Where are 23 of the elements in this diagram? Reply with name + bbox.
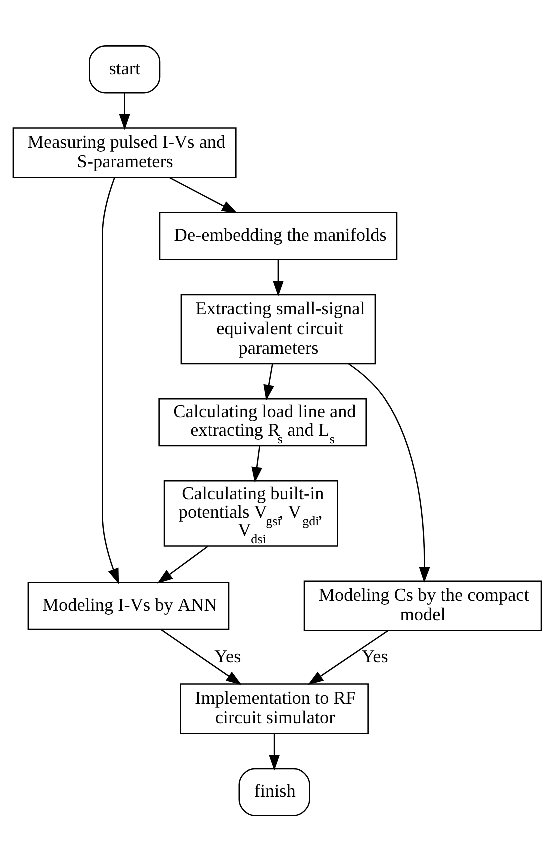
node-box: finish bbox=[238, 768, 310, 816]
node-box: Calculating built-in potentials V$_{gsi}$, V$_{gdi}$, V$_{dsi}$ bbox=[164, 480, 338, 546]
arrow bbox=[273, 260, 284, 296]
node-box: Modeling I-Vs by ANN bbox=[28, 582, 230, 630]
node-box: Implementation to RF circuit simulator bbox=[180, 683, 369, 734]
arrow bbox=[308, 630, 389, 685]
node-box: De-embedding the manifolds bbox=[159, 212, 398, 260]
arrow bbox=[252, 446, 262, 482]
arrow bbox=[157, 545, 209, 584]
edge-label: Yes bbox=[214, 646, 242, 666]
node-box: Extracting small-signal equivalent circuit parameters bbox=[180, 294, 376, 364]
arrow bbox=[169, 176, 238, 214]
edge-label: Yes bbox=[362, 646, 388, 666]
arrow bbox=[269, 734, 280, 770]
node-box: Measuring pulsed I-Vs and S-parameters bbox=[12, 127, 237, 178]
arrow bbox=[264, 364, 274, 400]
arrow bbox=[119, 92, 130, 130]
node-box: Calculating load line and extracting R$_{s}$ and L$_{s}$ bbox=[158, 398, 368, 446]
node-box: Modeling Cs by the compact model bbox=[304, 580, 542, 632]
node-box: start bbox=[89, 45, 161, 94]
arrow bbox=[348, 362, 430, 582]
arrow bbox=[102, 177, 120, 584]
arrow bbox=[160, 628, 242, 685]
